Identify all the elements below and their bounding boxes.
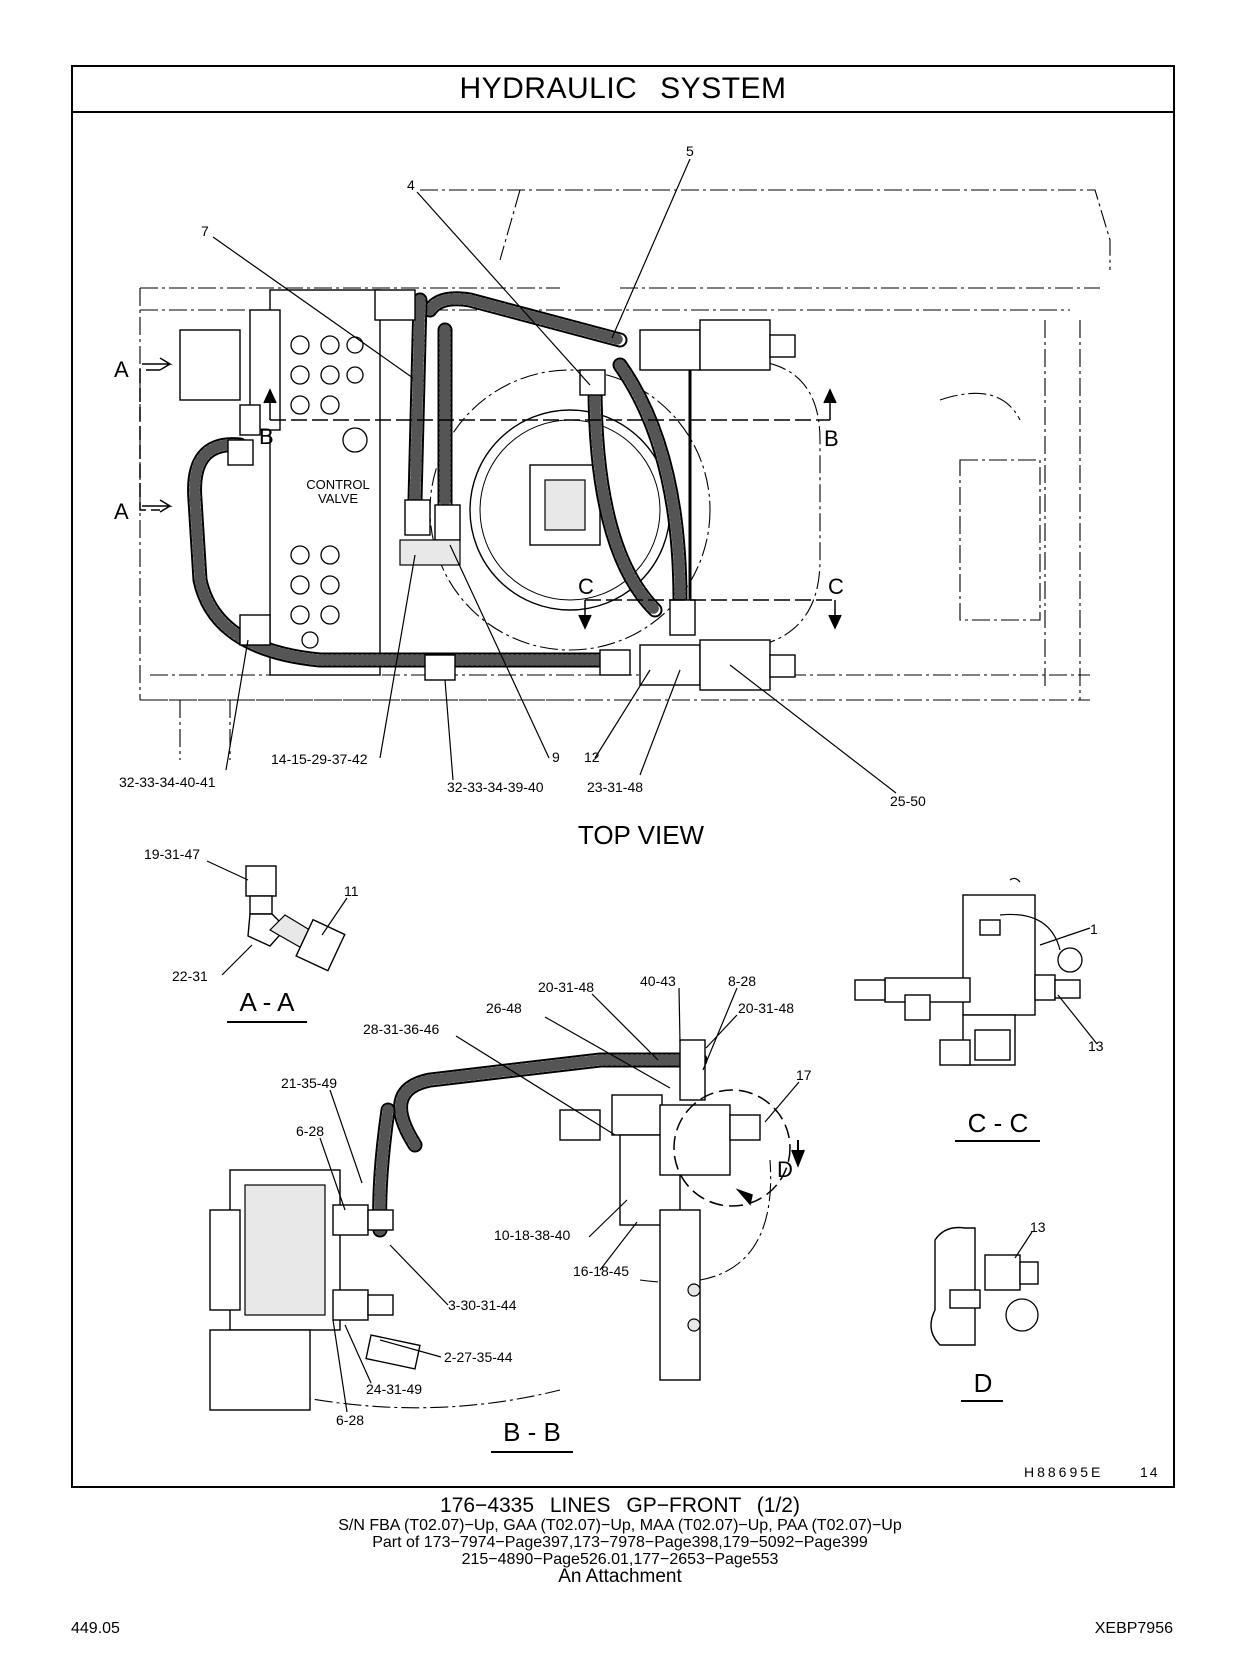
- section-markers: A A B B C C: [114, 357, 844, 599]
- callout-12: 12: [584, 749, 600, 765]
- machine-frame-outline: [139, 189, 1111, 760]
- drawing-frame: HYDRAULIC SYSTEM: [71, 65, 1175, 1488]
- callout-1: 1: [1090, 921, 1098, 937]
- callout-9: 9: [552, 749, 560, 765]
- callout-32-33-34-39-40: 32-33-34-39-40: [447, 779, 544, 795]
- callout-25-50: 25-50: [890, 793, 926, 809]
- section-cc-label: C - C: [968, 1108, 1029, 1138]
- callout-24-31-49: 24-31-49: [366, 1381, 422, 1397]
- section-cc-drawing: 1 13: [854, 877, 1104, 1066]
- footer-part-of-1: Part of 173−7974−Page397,173−7978−Page39…: [372, 1534, 868, 1551]
- callout-17: 17: [796, 1067, 812, 1083]
- callout-4: 4: [407, 177, 415, 193]
- callout-7: 7: [201, 223, 209, 239]
- callout-20-31-48-a: 20-31-48: [538, 979, 594, 995]
- footer-attachment: An Attachment: [558, 1566, 682, 1587]
- callout-21-35-49: 21-35-49: [281, 1075, 337, 1091]
- callout-6-28-a: 6-28: [296, 1123, 324, 1139]
- control-valve-label-line2: VALVE: [318, 491, 358, 506]
- callout-40-43: 40-43: [640, 973, 676, 989]
- callout-13-d: 13: [1030, 1219, 1046, 1235]
- callout-10-18-38-40: 10-18-38-40: [494, 1227, 570, 1243]
- footer-serials: S/N FBA (T02.07)−Up, GAA (T02.07)−Up, MA…: [338, 1517, 902, 1534]
- marker-a-lower: A: [114, 499, 129, 524]
- callout-20-31-48-b: 20-31-48: [738, 1000, 794, 1016]
- marker-b-right: B: [824, 426, 839, 451]
- footer-title: 176−4335 LINES GP−FRONT (1/2): [440, 1494, 800, 1517]
- callout-26-48: 26-48: [486, 1000, 522, 1016]
- section-bb-callouts: 20-31-48 40-43 8-28 26-48 20-31-48 28-31…: [281, 973, 812, 1428]
- section-aa-drawing: 19-31-47 11 22-31: [144, 846, 359, 984]
- document-id: XEBP7956: [1094, 1620, 1173, 1637]
- top-view-hoses: [187, 291, 692, 668]
- marker-a-upper: A: [114, 357, 129, 382]
- control-valve-label-line1: CONTROL: [306, 477, 370, 492]
- callout-14-15-29-37-42: 14-15-29-37-42: [271, 751, 368, 767]
- top-view-callouts: 5 4 7 32-33-34-40-41 14-15-29-37-42 32-3…: [119, 143, 926, 809]
- control-valve-body: CONTROL VALVE: [179, 289, 381, 676]
- page-title: HYDRAULIC SYSTEM: [73, 67, 1173, 113]
- callout-6-28-b: 6-28: [336, 1412, 364, 1428]
- callout-5: 5: [686, 143, 694, 159]
- marker-c-left: C: [578, 574, 594, 599]
- section-cut-lines: [139, 357, 842, 630]
- section-bb-drawing: [209, 1039, 805, 1411]
- callout-19-31-47: 19-31-47: [144, 846, 200, 862]
- top-view-label: TOP VIEW: [578, 820, 705, 850]
- section-bb-leaders: [319, 987, 800, 1413]
- page-number: 449.05: [71, 1620, 120, 1637]
- marker-b-left: B: [259, 424, 274, 449]
- callout-28-31-36-46: 28-31-36-46: [363, 1021, 439, 1037]
- callout-16-18-45: 16-18-45: [573, 1263, 629, 1279]
- footer: 176−4335 LINES GP−FRONT (1/2) S/N FBA (T…: [0, 1494, 1240, 1587]
- callout-11: 11: [344, 883, 359, 899]
- callout-3-30-31-44: 3-30-31-44: [448, 1297, 517, 1313]
- detail-d-drawing: 13: [930, 1219, 1046, 1346]
- callout-23-31-48: 23-31-48: [587, 779, 643, 795]
- footer-part-of-2: 215−4890−Page526.01,177−2653−Page553: [461, 1551, 779, 1568]
- marker-d: D: [777, 1157, 793, 1182]
- callout-32-33-34-40-41: 32-33-34-40-41: [119, 774, 216, 790]
- callout-8-28: 8-28: [728, 973, 756, 989]
- section-aa-label: A - A: [240, 987, 296, 1017]
- callout-22-31: 22-31: [172, 968, 208, 984]
- callout-13-cc: 13: [1088, 1038, 1104, 1054]
- detail-d-label: D: [974, 1368, 993, 1398]
- marker-c-right: C: [828, 574, 844, 599]
- top-view-fittings: [227, 289, 796, 691]
- section-bb-label: B - B: [503, 1417, 561, 1447]
- top-view-leaders: [212, 158, 897, 794]
- illustration-index: 14: [1140, 1464, 1160, 1480]
- illustration-code: H88695E: [1024, 1464, 1103, 1480]
- callout-2-27-35-44: 2-27-35-44: [444, 1349, 513, 1365]
